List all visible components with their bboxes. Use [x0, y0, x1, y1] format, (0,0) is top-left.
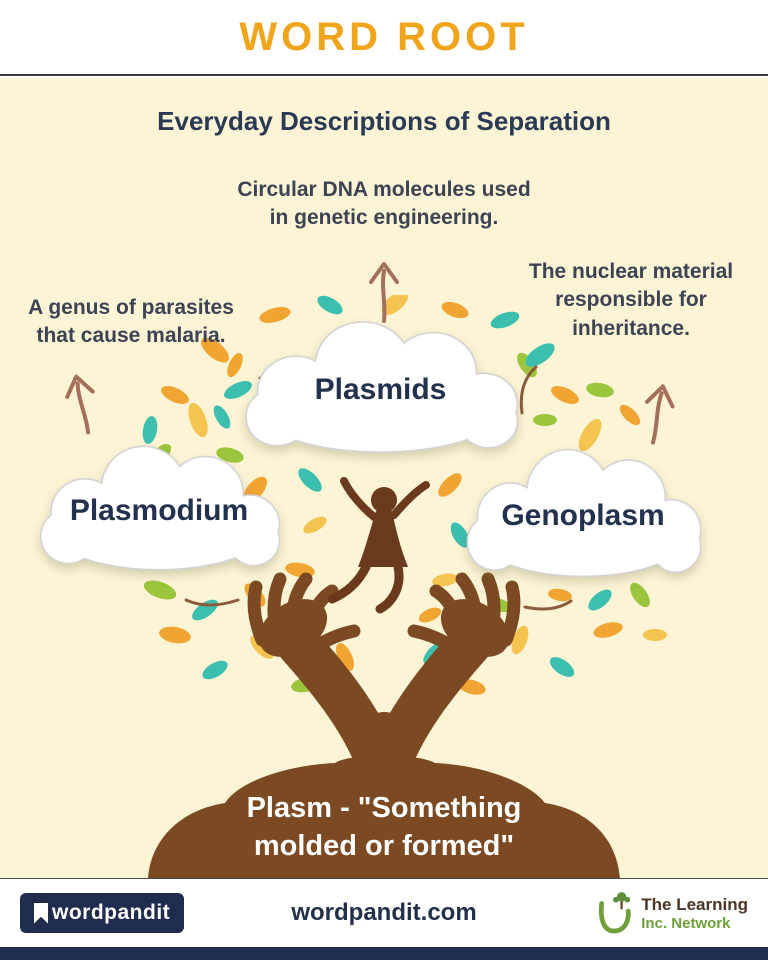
- cloud-plasmids: Plasmids: [228, 312, 533, 462]
- subtitle: Everyday Descriptions of Separation: [157, 106, 611, 136]
- concept-word-plasmodium: Plasmodium: [69, 494, 249, 527]
- cloud-genoplasm: Genoplasm: [452, 440, 714, 586]
- bookmark-icon: [34, 902, 48, 924]
- cloud-plasmodium: Plasmodium: [25, 437, 293, 579]
- network-name-line2: Inc. Network: [641, 914, 731, 932]
- main-canvas: Everyday Descriptions of Separation Circ…: [0, 78, 768, 878]
- child-silhouette: [327, 477, 430, 614]
- description-plasmids: Circular DNA molecules used in genetic e…: [237, 178, 531, 230]
- learning-network-text: The Learning Inc. Network: [641, 895, 748, 932]
- wordpandit-logo[interactable]: wordpandit: [20, 893, 185, 933]
- learning-network-logo[interactable]: The Learning Inc. Network: [595, 890, 748, 936]
- root-meaning: Plasm - "Something molded or formed": [246, 792, 522, 862]
- header: WORD ROOT: [0, 0, 768, 76]
- bottom-accent-bar: [0, 947, 768, 960]
- concept-word-genoplasm: Genoplasm: [501, 499, 665, 532]
- website-link[interactable]: wordpandit.com: [291, 899, 477, 926]
- up-arrow-icon: [635, 379, 682, 448]
- page-title: WORD ROOT: [239, 14, 529, 59]
- network-name-line1: The Learning: [641, 894, 748, 914]
- up-arrow-icon: [58, 369, 107, 439]
- hands-illustration: [247, 572, 521, 856]
- wordpandit-logo-text: wordpandit: [52, 901, 171, 924]
- learning-network-icon: [599, 892, 631, 934]
- concept-word-plasmids: Plasmids: [314, 373, 447, 406]
- description-genoplasm: The nuclear material responsible for inh…: [528, 260, 734, 340]
- description-plasmodium: A genus of parasites that cause malaria.: [28, 296, 234, 348]
- footer: wordpandit wordpandit.com The Learning I…: [0, 878, 768, 947]
